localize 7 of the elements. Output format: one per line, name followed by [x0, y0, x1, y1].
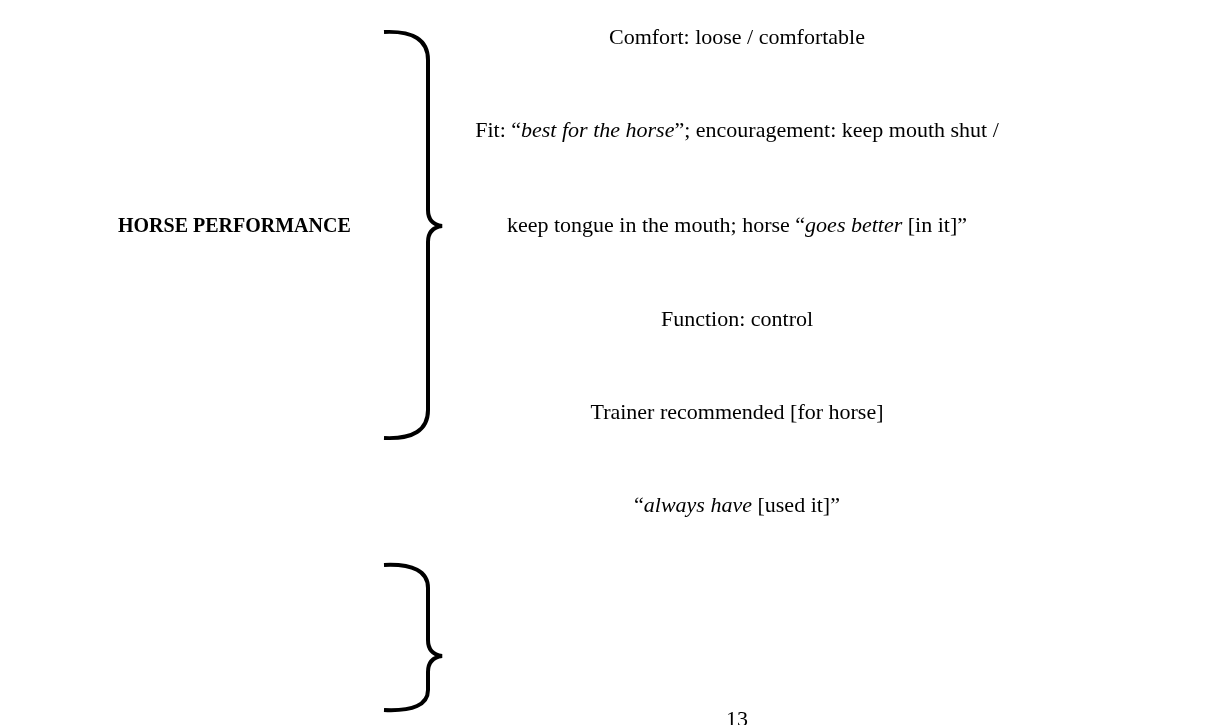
category-heading: HORSE PERFORMANCE [118, 213, 351, 238]
theme-text: Function: control [660, 306, 814, 332]
theme-text: Trainer recommended [for horse] [590, 399, 884, 425]
theme-text: Comfort: loose / comfortable [609, 24, 865, 50]
theme-text: keep tongue in the mouth; horse “goes better [in it]” [506, 212, 968, 238]
theme-text: “always have [used it]” [634, 492, 840, 518]
theme-text: Fit: “best for the horse”; encouragement: keep mouth shut / [475, 117, 999, 143]
